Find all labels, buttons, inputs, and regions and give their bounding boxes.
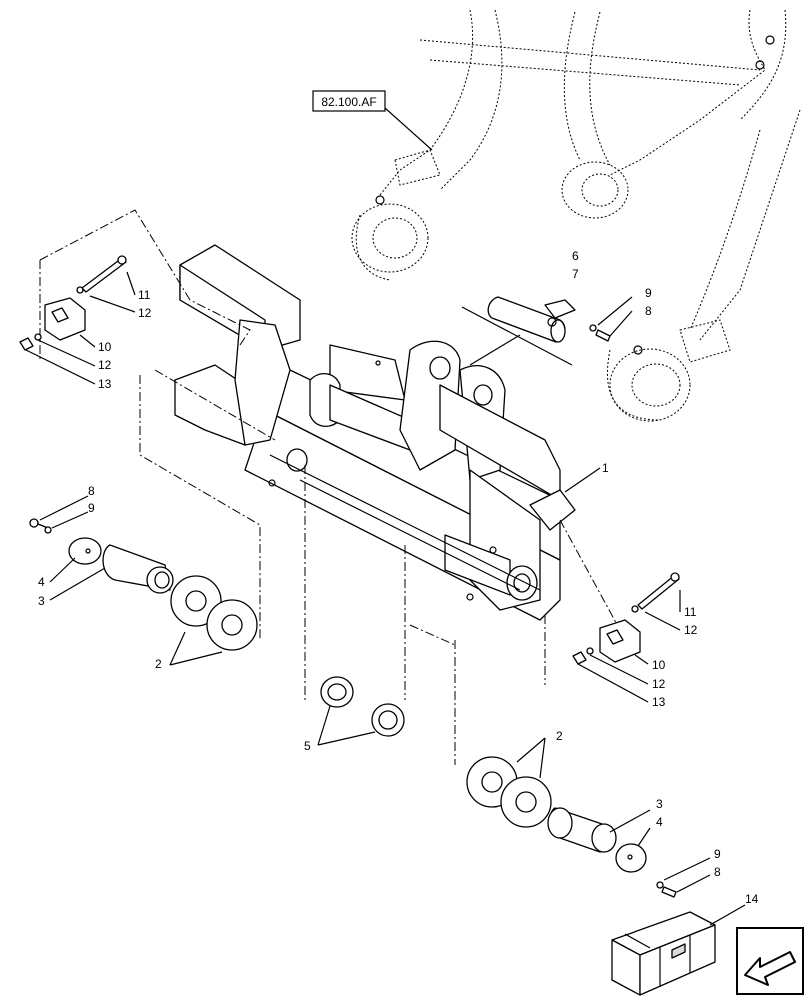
leader-part-1 (564, 467, 601, 493)
callout-3-right: 3 (656, 797, 663, 811)
callout-7: 7 (572, 267, 579, 281)
callout-12-left-top: 12 (138, 306, 152, 320)
callout-4-left: 4 (38, 575, 45, 589)
bolt-washer-pin (589, 296, 633, 342)
callout-12-right-bottom: 12 (652, 677, 666, 691)
callout-8-right: 8 (714, 865, 721, 879)
callout-3-left: 3 (38, 594, 45, 608)
callout-13-right: 13 (652, 695, 666, 709)
callout-12-left-bottom: 12 (98, 358, 112, 372)
callout-6: 6 (572, 249, 579, 263)
callout-14: 14 (745, 892, 759, 906)
callout-2-right: 2 (556, 729, 563, 743)
right-pin-assembly (409, 624, 711, 898)
callout-13-left: 13 (98, 377, 112, 391)
callout-8-left: 8 (88, 484, 95, 498)
parts-kit-crate-icon (611, 904, 746, 996)
callout-9-pin: 9 (645, 286, 652, 300)
reference-section-box[interactable]: 82.100.AF (312, 90, 433, 151)
coupler-frame (174, 244, 576, 621)
left-pin-assembly (29, 369, 276, 666)
callout-1: 1 (602, 461, 609, 475)
left-stop-block (19, 209, 251, 385)
callout-11-left: 11 (138, 288, 151, 302)
callout-9-right: 9 (714, 847, 721, 861)
callout-10-left: 10 (98, 340, 112, 354)
navigation-arrow-icon[interactable] (736, 927, 804, 995)
callout-11-right: 11 (684, 605, 697, 619)
callout-12-right-top: 12 (684, 623, 698, 637)
nuts-part-5 (304, 465, 406, 746)
right-stop-block (544, 519, 681, 703)
reference-label: 82.100.AF (321, 95, 376, 109)
callout-2-left: 2 (155, 657, 162, 671)
callout-9-left: 9 (88, 501, 95, 515)
callout-10-right: 10 (652, 658, 666, 672)
pin-part-6 (461, 296, 573, 366)
callout-4-right: 4 (656, 815, 663, 829)
clip-part-7 (544, 299, 576, 327)
callout-labels: 1 2 2 3 3 4 4 5 6 7 8 8 8 9 9 9 10 10 11… (38, 249, 759, 906)
callout-8-pin: 8 (645, 304, 652, 318)
callout-5: 5 (304, 739, 311, 753)
loader-arms (351, 9, 801, 422)
